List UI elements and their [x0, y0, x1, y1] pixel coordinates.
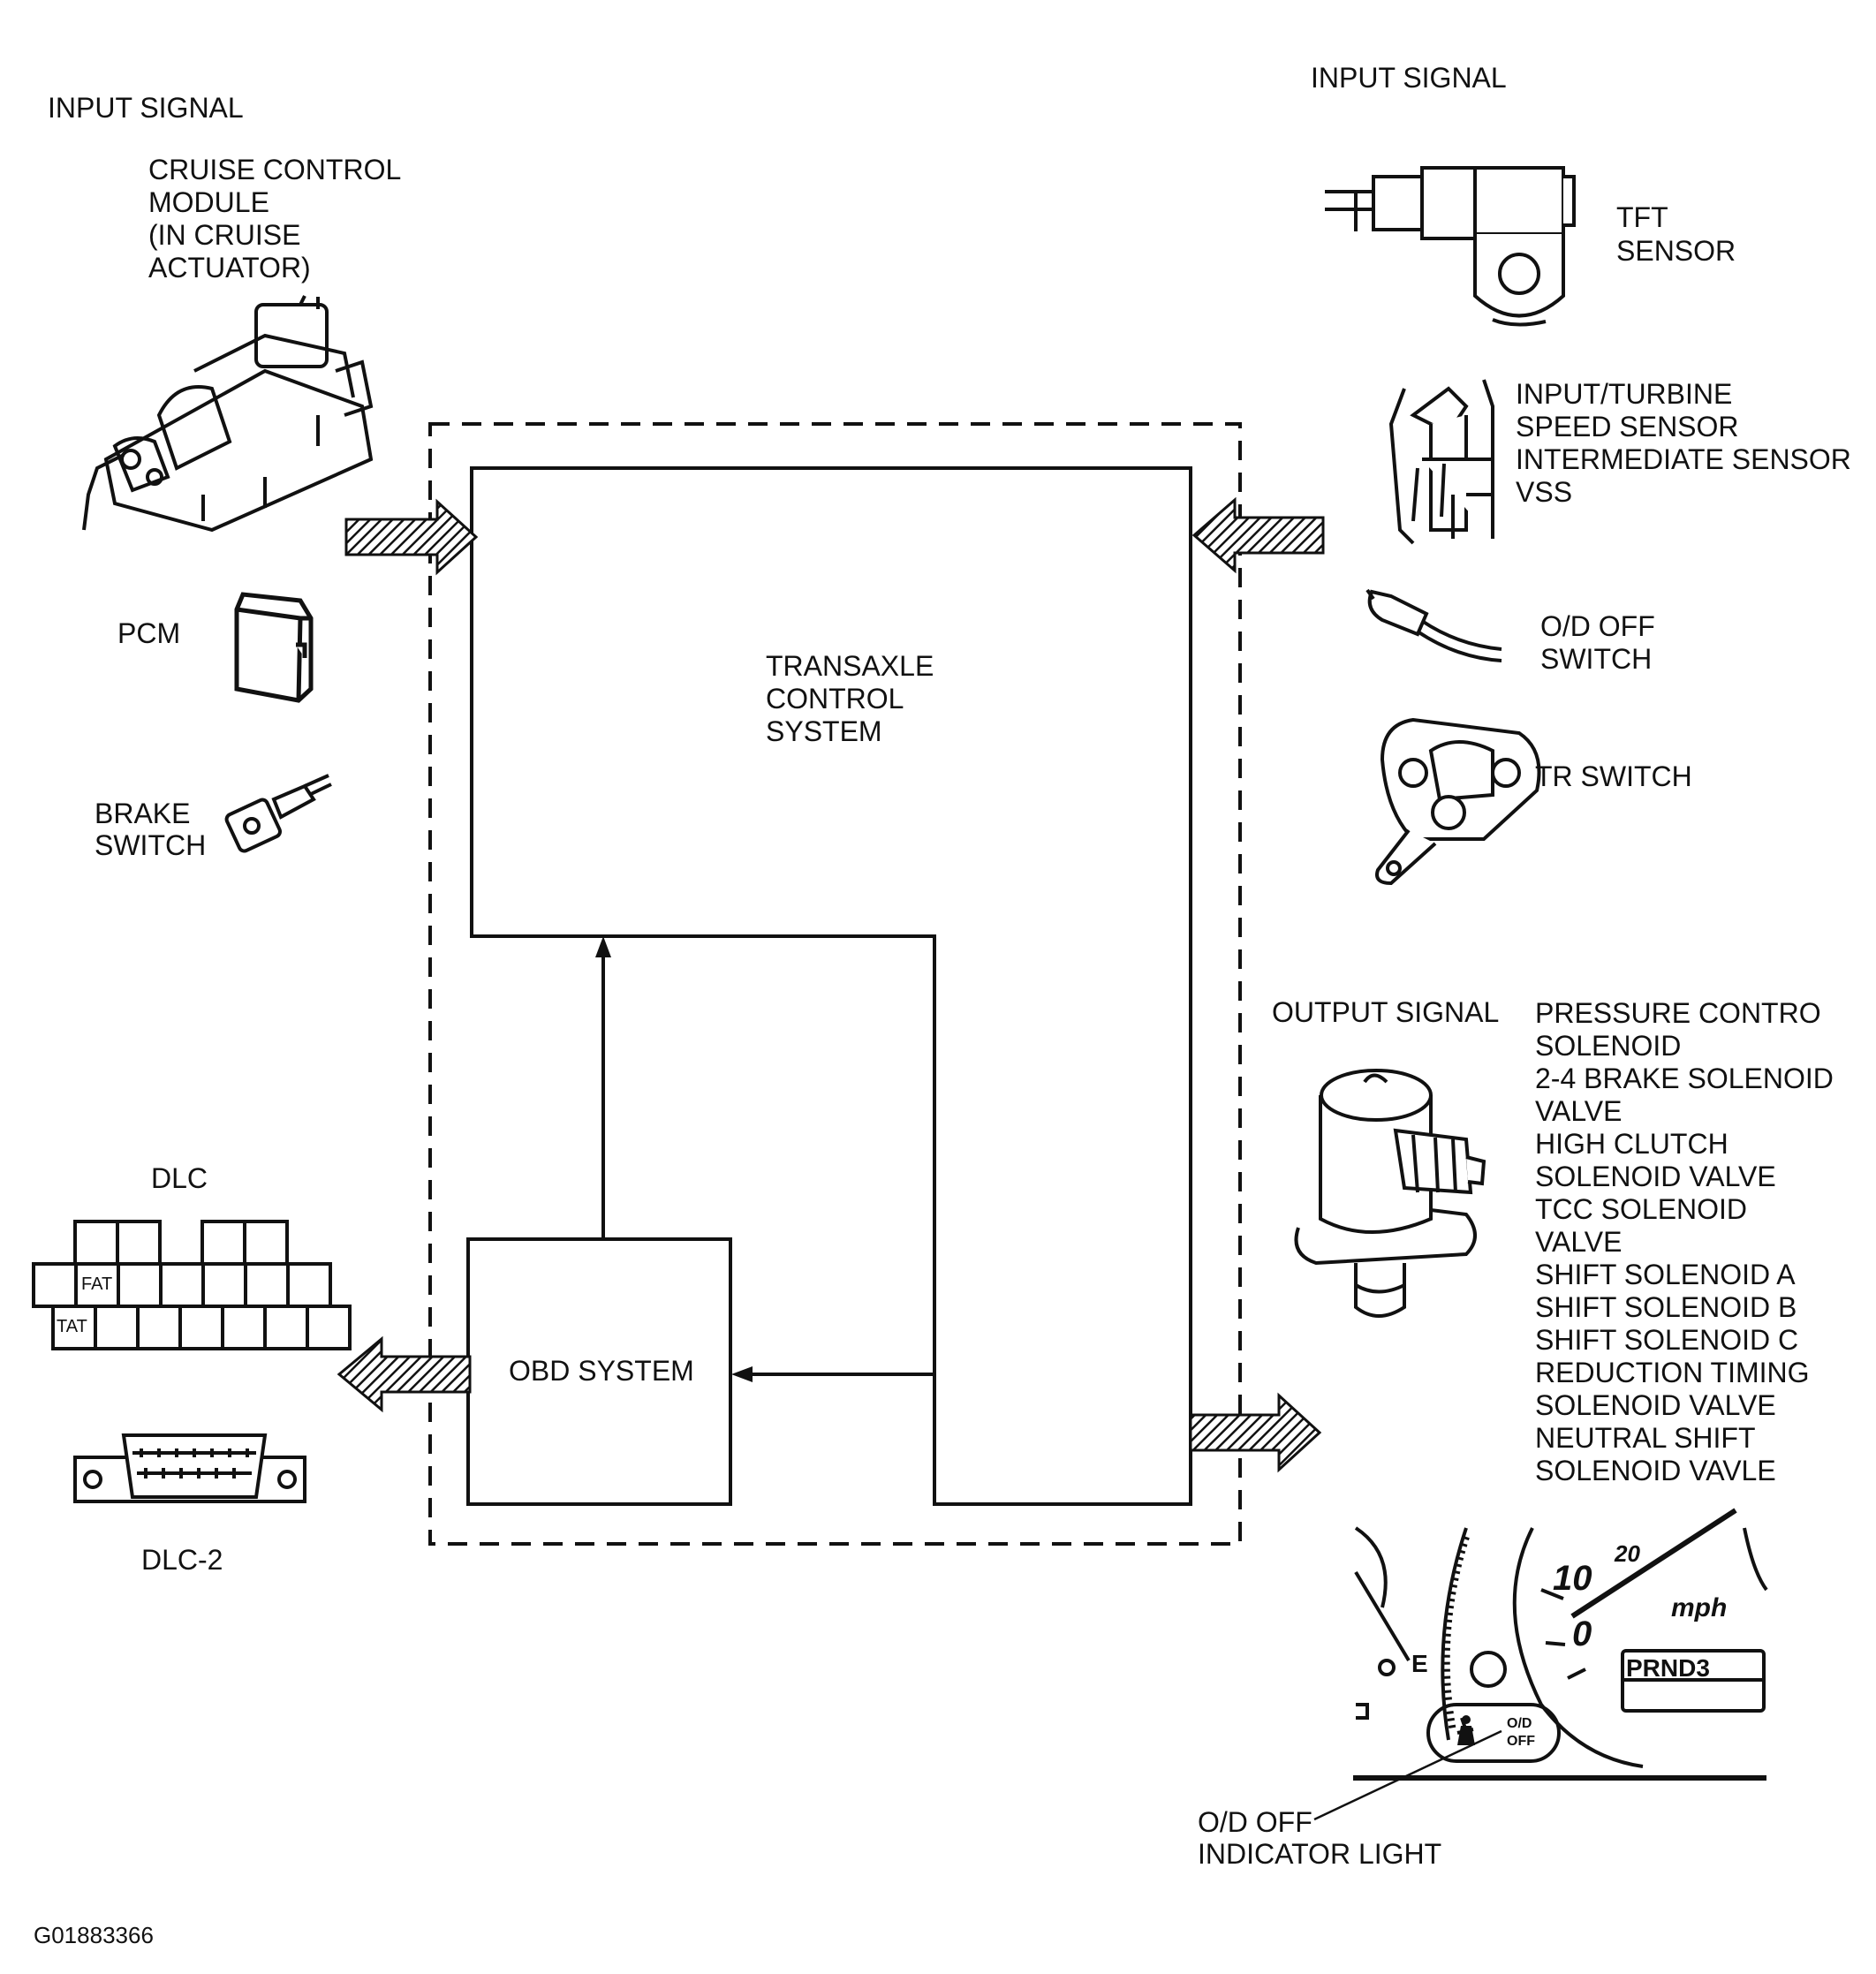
solenoid-item: HIGH CLUTCH [1535, 1128, 1728, 1160]
dlc-connector-icon [32, 1220, 352, 1350]
svg-text:TRANSAXLE: TRANSAXLE [766, 650, 934, 682]
solenoid-list: PRESSURE CONTRO SOLENOID 2-4 BRAKE SOLEN… [1535, 997, 1834, 1486]
svg-text:SENSOR: SENSOR [1616, 235, 1736, 267]
solenoid-item: TCC SOLENOID [1535, 1193, 1747, 1225]
cruise-module-label: CRUISE CONTROL MODULE (IN CRUISE ACTUATO… [148, 154, 401, 284]
controller-boundary [428, 422, 1242, 1546]
tr-switch-icon [1375, 717, 1541, 886]
cluster-speed-20: 20 [1614, 1540, 1640, 1567]
obd-output-arrow [337, 1335, 472, 1413]
tr-switch-label: TR SWITCH [1535, 760, 1692, 792]
obd-system-label: OBD SYSTEM [509, 1355, 694, 1387]
svg-text:TFT: TFT [1616, 201, 1668, 233]
brake-switch-label: BRAKE SWITCH [95, 798, 206, 861]
svg-text:MODULE: MODULE [148, 186, 269, 218]
solenoid-item: NEUTRAL SHIFT [1535, 1422, 1756, 1454]
svg-text:INTERMEDIATE SENSOR: INTERMEDIATE SENSOR [1516, 443, 1851, 475]
svg-text:INPUT/TURBINE: INPUT/TURBINE [1516, 378, 1732, 410]
svg-text:(IN CRUISE: (IN CRUISE [148, 219, 300, 251]
output-heading: OUTPUT SIGNAL [1272, 996, 1499, 1028]
instrument-cluster: 10 0 20 mph E PRND3 O/D OFF [1353, 1508, 1768, 1781]
solenoid-item: PRESSURE CONTRO [1535, 997, 1821, 1029]
cluster-speed-10: 10 [1553, 1559, 1592, 1598]
speed-sensors-label: INPUT/TURBINE SPEED SENSOR INTERMEDIATE … [1516, 378, 1851, 508]
right-input-heading: INPUT SIGNAL [1311, 62, 1507, 94]
transaxle-control-label: TRANSAXLE CONTROL SYSTEM [766, 650, 934, 747]
speed-sensor-icon [1388, 379, 1494, 545]
cluster-od-text-1: O/D [1507, 1716, 1532, 1731]
solenoid-item: SOLENOID VALVE [1535, 1389, 1776, 1421]
od-indicator-leader [1313, 1729, 1502, 1821]
cluster-speed-0: 0 [1572, 1615, 1592, 1653]
dlc-tat-label: TAT [57, 1317, 87, 1336]
dlc-fat-label: FAT [81, 1274, 112, 1294]
tft-sensor-icon [1325, 166, 1576, 327]
od-off-switch-label: O/D OFF SWITCH [1540, 610, 1655, 675]
solenoid-item: SHIFT SOLENOID B [1535, 1291, 1797, 1323]
svg-text:INDICATOR LIGHT: INDICATOR LIGHT [1198, 1838, 1441, 1870]
svg-text:SPEED SENSOR: SPEED SENSOR [1516, 411, 1739, 442]
od-indicator-label: O/D OFF INDICATOR LIGHT [1198, 1806, 1441, 1870]
left-input-arrow [344, 498, 479, 576]
solenoid-item: 2-4 BRAKE SOLENOID [1535, 1063, 1834, 1094]
solenoid-item: SHIFT SOLENOID A [1535, 1259, 1796, 1290]
obd-system-block [466, 1237, 732, 1506]
svg-text:O/D OFF: O/D OFF [1198, 1806, 1312, 1838]
solenoid-item: SHIFT SOLENOID C [1535, 1324, 1798, 1356]
solenoid-item: SOLENOID [1535, 1030, 1681, 1062]
solenoid-item: SOLENOID VAVLE [1535, 1455, 1776, 1486]
svg-text:VSS: VSS [1516, 476, 1572, 508]
pcm-label: PCM [117, 617, 180, 649]
solenoid-item: VALVE [1535, 1226, 1622, 1258]
dlc2-connector-icon [73, 1433, 306, 1503]
solenoid-item: REDUCTION TIMING [1535, 1357, 1810, 1388]
svg-text:O/D OFF: O/D OFF [1540, 610, 1655, 642]
dlc2-label: DLC-2 [141, 1544, 223, 1576]
transaxle-control-block [470, 466, 1192, 1506]
obd-to-transaxle-arrow [595, 936, 611, 1239]
solenoid-item: VALVE [1535, 1095, 1622, 1127]
left-input-heading: INPUT SIGNAL [48, 92, 244, 124]
brake-switch-icon [224, 774, 332, 853]
cluster-mph: mph [1671, 1593, 1727, 1622]
solenoid-item: SOLENOID VALVE [1535, 1161, 1776, 1192]
cluster-od-text-2: OFF [1507, 1734, 1535, 1749]
svg-text:SWITCH: SWITCH [95, 829, 206, 861]
od-off-switch-icon [1365, 588, 1502, 662]
pcm-icon [234, 592, 314, 703]
svg-text:CONTROL: CONTROL [766, 683, 904, 715]
svg-text:SWITCH: SWITCH [1540, 643, 1652, 675]
svg-text:CRUISE CONTROL: CRUISE CONTROL [148, 154, 401, 185]
seatbelt-icon [1457, 1715, 1475, 1745]
dlc-label: DLC [151, 1162, 208, 1194]
transaxle-to-obd-arrow [731, 1366, 934, 1382]
right-input-arrow [1191, 496, 1325, 574]
svg-text:SYSTEM: SYSTEM [766, 715, 882, 747]
svg-text:BRAKE: BRAKE [95, 798, 190, 829]
right-output-arrow [1189, 1392, 1322, 1473]
svg-text:ACTUATOR): ACTUATOR) [148, 252, 311, 284]
cluster-fuel-e: E [1411, 1650, 1428, 1677]
cluster-prnd: PRND3 [1626, 1654, 1710, 1682]
figure-id: G01883366 [34, 1922, 154, 1948]
tft-sensor-label: TFT SENSOR [1616, 201, 1736, 267]
solenoid-icon [1294, 1069, 1486, 1318]
cruise-actuator-icon [82, 295, 374, 533]
